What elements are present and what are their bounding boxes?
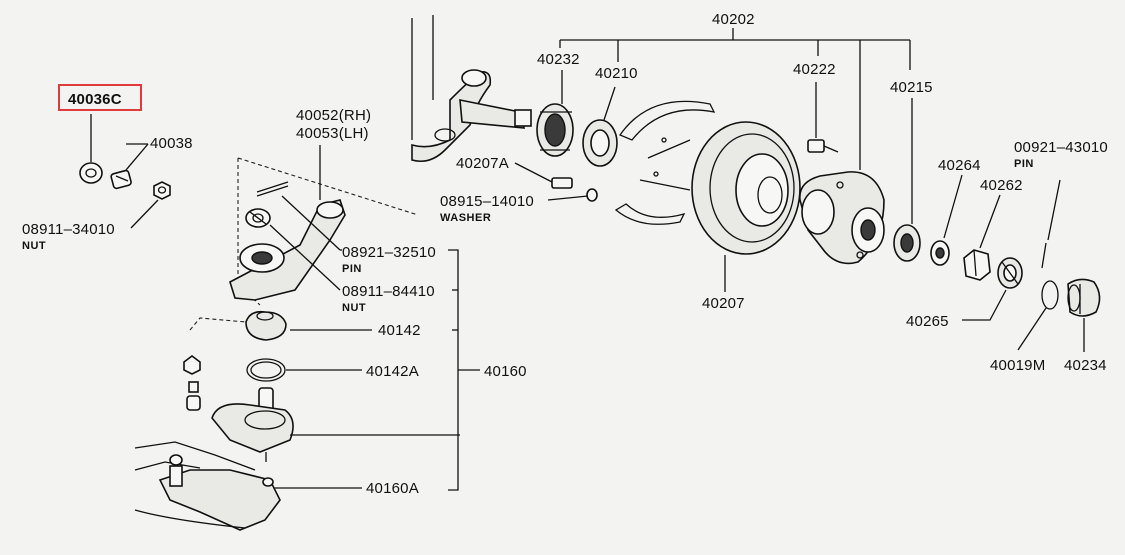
label-40207A[interactable]: 40207A: [456, 155, 509, 172]
label-40202[interactable]: 40202: [712, 11, 755, 28]
bolt-nut-small-drawing: [183, 317, 247, 411]
label-40215[interactable]: 40215: [890, 79, 933, 96]
label-40264[interactable]: 40264: [938, 157, 981, 174]
bearing-40215-drawing: [893, 224, 921, 262]
label-40160A[interactable]: 40160A: [366, 480, 419, 497]
brake-disc-drawing: [691, 121, 801, 255]
bolt-40207A-drawing: [551, 177, 598, 202]
nut-08911-34010-drawing: [153, 181, 171, 200]
label-08921-32510[interactable]: 08921–32510: [342, 244, 436, 261]
cotter-pin-drawing: [1041, 242, 1047, 269]
label-nut-2: NUT: [342, 302, 366, 314]
label-pin-1: PIN: [342, 263, 362, 275]
ring-40142A-drawing: [246, 358, 286, 382]
knuckle-arm-drawing: [229, 157, 419, 306]
label-40038[interactable]: 40038: [150, 135, 193, 152]
label-40036C[interactable]: 40036C: [68, 91, 122, 108]
axle-hub-drawing: [799, 171, 885, 265]
part-40036C-drawing: [79, 162, 103, 184]
steering-knuckle-drawing: [411, 15, 532, 163]
label-08911-34010[interactable]: 08911–34010: [22, 221, 115, 238]
label-40265[interactable]: 40265: [906, 313, 949, 330]
label-pin-2: PIN: [1014, 158, 1034, 170]
label-40262[interactable]: 40262: [980, 177, 1023, 194]
highlight-box-40036C: [58, 84, 142, 111]
label-40142A[interactable]: 40142A: [366, 363, 419, 380]
label-40142[interactable]: 40142: [378, 322, 421, 339]
label-08915-14010[interactable]: 08915–14010: [440, 193, 534, 210]
label-40234[interactable]: 40234: [1064, 357, 1107, 374]
grease-cap-40234-drawing: [1067, 278, 1101, 317]
label-nut-1: NUT: [22, 240, 46, 252]
washer-40264-drawing: [930, 240, 950, 266]
label-40160[interactable]: 40160: [484, 363, 527, 380]
lower-arm-drawing: [134, 441, 281, 531]
part-40038-drawing: [110, 169, 132, 190]
label-40052[interactable]: 40052(RH): [296, 107, 371, 124]
bearing-40210-drawing: [582, 119, 618, 167]
label-40207[interactable]: 40207: [702, 295, 745, 312]
oring-40019M-drawing: [1041, 280, 1059, 310]
label-washer: WASHER: [440, 212, 491, 224]
label-00921-43010[interactable]: 00921–43010: [1014, 139, 1108, 156]
ball-joint-drawing: [211, 387, 294, 462]
nut-40262-drawing: [963, 249, 991, 281]
label-40019M[interactable]: 40019M: [990, 357, 1045, 374]
label-40210[interactable]: 40210: [595, 65, 638, 82]
ball-joint-boot-drawing: [245, 310, 287, 341]
label-08911-84410[interactable]: 08911–84410: [342, 283, 435, 300]
label-40232[interactable]: 40232: [537, 51, 580, 68]
dust-shield-drawing: [614, 100, 716, 225]
hub-bolt-40222-drawing: [807, 139, 839, 153]
seal-40232-drawing: [536, 103, 574, 157]
label-40222[interactable]: 40222: [793, 61, 836, 78]
label-40053[interactable]: 40053(LH): [296, 125, 369, 142]
lock-cap-40265-drawing: [997, 257, 1023, 289]
